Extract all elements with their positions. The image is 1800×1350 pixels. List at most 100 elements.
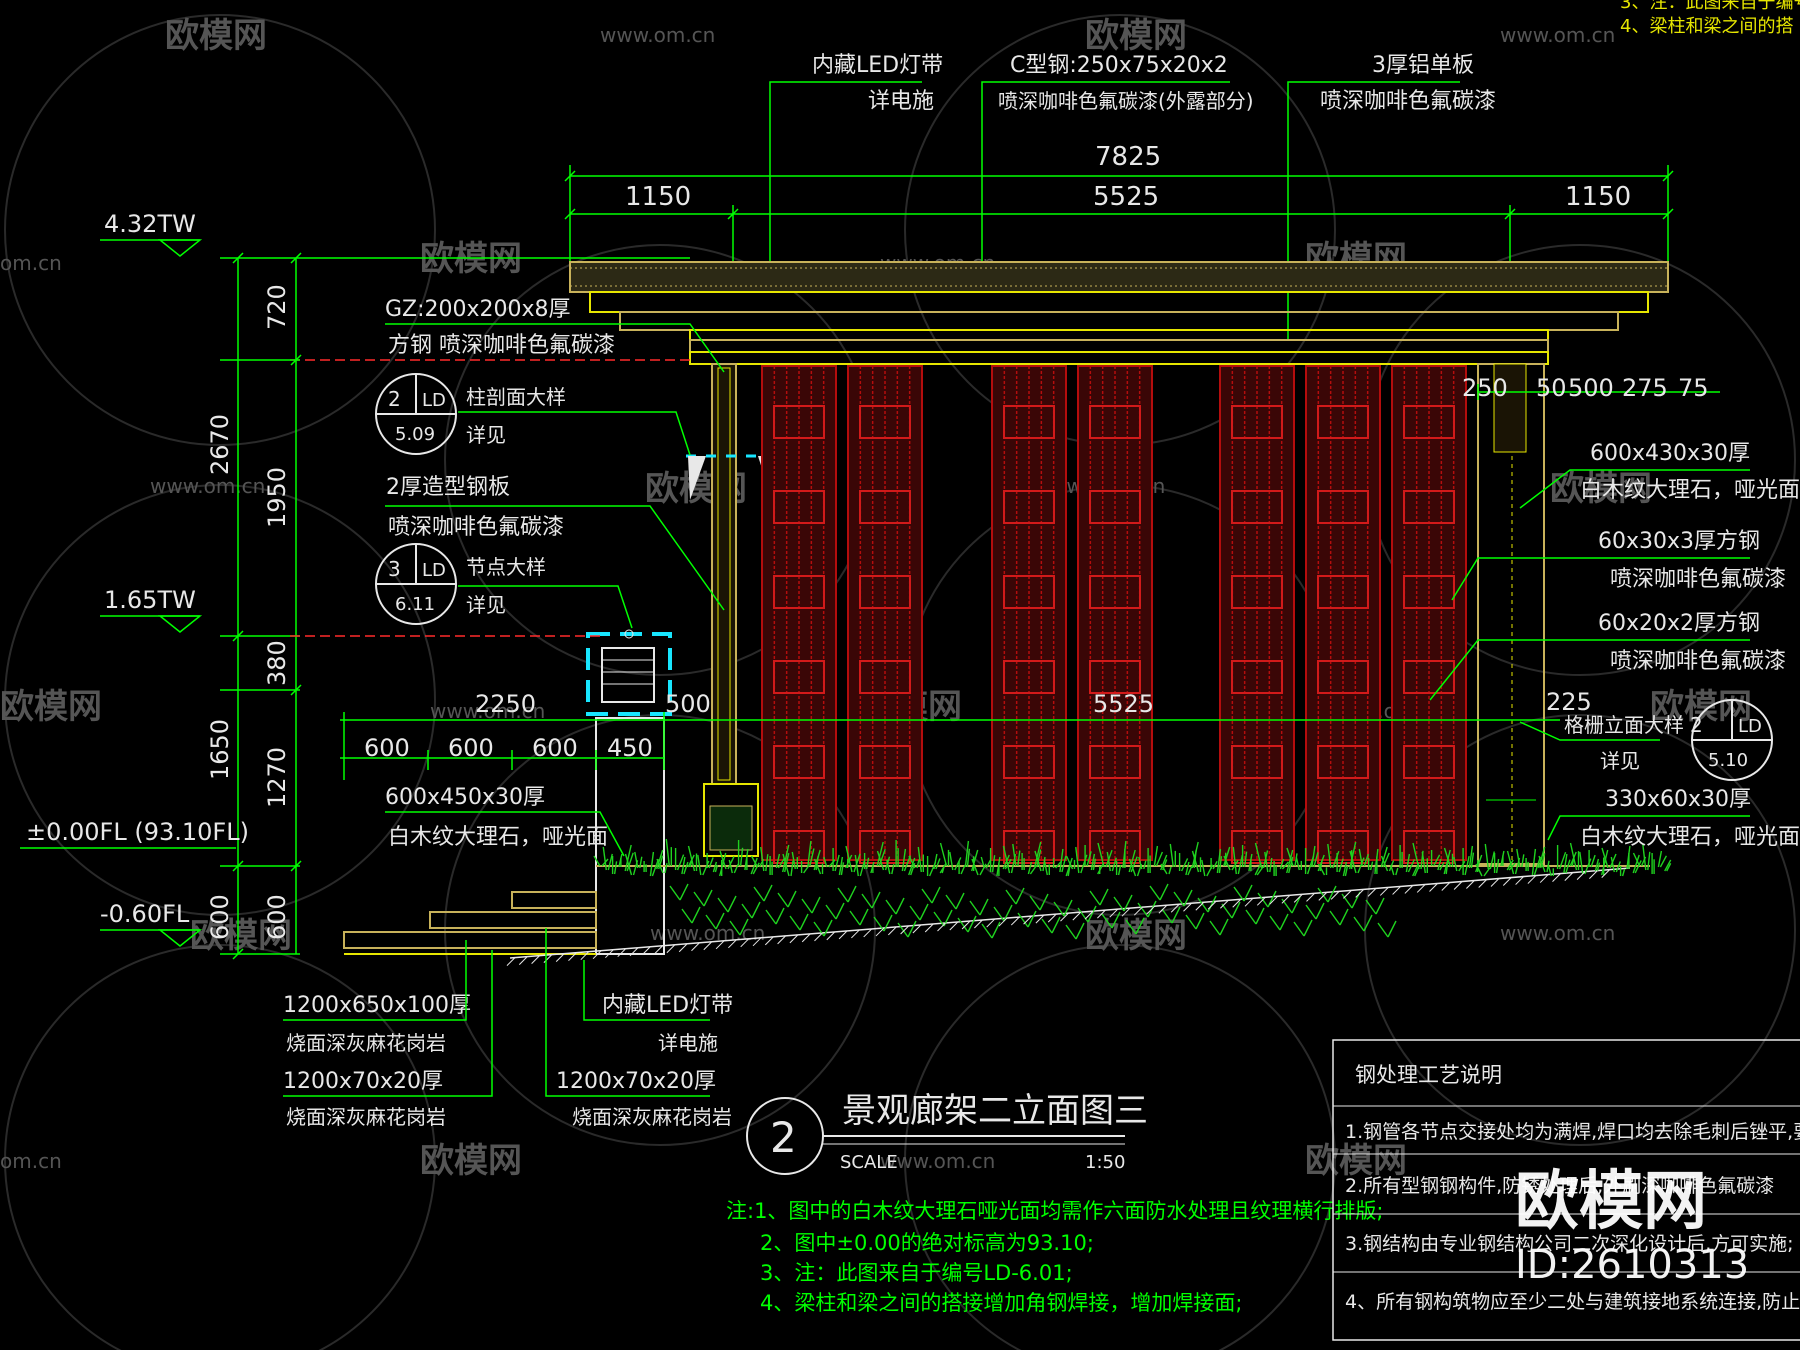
top-dimensions	[564, 165, 1674, 262]
planter-note: 600x450x30厚 白木纹大理石，哑光面	[385, 785, 608, 850]
m1-sub: 白木纹大理石，哑光面	[1580, 478, 1800, 503]
slope-line	[509, 867, 1631, 959]
led-sub: 详电施	[868, 89, 934, 114]
rdim-75: 75	[1678, 374, 1709, 402]
s1-sub: 喷深咖啡色氟碳漆	[1610, 567, 1786, 592]
cchannel-label: C型钢:250x75x20x2	[1010, 53, 1228, 78]
rdim-50: 50	[1536, 374, 1567, 402]
planter-leader	[385, 811, 625, 857]
m1-label: 600x430x30厚	[1590, 441, 1750, 466]
watermark-url: om.cn	[0, 251, 62, 275]
led-bottom-sub: 详电施	[658, 1031, 718, 1055]
dim-600-b: 600	[448, 734, 494, 762]
vdim-2670: 2670	[206, 414, 234, 475]
gz-sub: 方钢 喷深咖啡色氟碳漆	[388, 333, 615, 358]
left-leaders	[385, 323, 725, 629]
title-text: 景观廊架二立面图三	[842, 1091, 1148, 1131]
planter-dims	[340, 712, 1560, 780]
rdim-225: 225	[1546, 688, 1592, 716]
general-notes: 注:1、图中的白木纹大理石哑光面均需作六面防水处理且纹理横行排版; 2、图中±0…	[726, 1199, 1384, 1315]
right-dims	[1477, 384, 1720, 400]
vdim-1650: 1650	[206, 719, 234, 780]
steel-item-2: 2.所有型钢钢构件,防锈处理后,外刷深咖啡色氟碳漆	[1345, 1175, 1774, 1197]
note-1: 注:1、图中的白木纹大理石哑光面均需作六面防水处理且纹理横行排版;	[726, 1199, 1384, 1223]
grille-panel	[1077, 365, 1153, 864]
ref3-num: 2	[1690, 713, 1703, 737]
cchannel-sub: 喷深咖啡色氟碳漆(外露部分)	[998, 89, 1254, 113]
dim-600-c: 600	[532, 734, 578, 762]
ref1-code: LD	[422, 390, 446, 411]
grid-label: 格栅立面大样	[1564, 713, 1684, 737]
note-2: 2、图中±0.00的绝对标高为93.10;	[760, 1231, 1094, 1255]
grid-see: 详见	[1600, 749, 1640, 773]
watermark-url: www.om.cn	[600, 23, 715, 47]
dim-2250: 2250	[475, 690, 536, 718]
level-mid: 1.65TW	[104, 586, 196, 614]
steel-item-1: 1.钢管各节点交接处均为满焊,焊口均去除毛刺后锉平,要求	[1345, 1121, 1800, 1143]
right-notes: 600x430x30厚 白木纹大理石，哑光面 60x30x3厚方钢 喷深咖啡色氟…	[1564, 441, 1800, 850]
ref1-sheet: 5.09	[395, 424, 435, 445]
vdim-texts: 720 2670 1950 380 1650 1270 600 600	[206, 284, 291, 940]
title-block: 2 景观廊架二立面图三 SCALE 1:50	[746, 1091, 1148, 1175]
grille-panel	[761, 365, 837, 864]
grass	[593, 838, 1672, 940]
title-number: 2	[770, 1113, 797, 1162]
dim-5525-mid: 5525	[1093, 690, 1154, 718]
watermark-brand: 欧模网	[1650, 687, 1752, 727]
m2-label: 330x60x30厚	[1605, 787, 1751, 812]
corner-note-4: 4、梁柱和梁之间的搭	[1620, 16, 1793, 37]
plate-sub: 喷深咖啡色氟碳漆	[388, 515, 564, 540]
watermark-url: www.om.cn	[1500, 23, 1615, 47]
g3-sub: 烧面深灰麻花岗岩	[572, 1105, 732, 1129]
watermark-brand: 欧模网	[420, 239, 522, 279]
ref1-num: 2	[388, 387, 401, 411]
vdim-600-inner: 600	[263, 894, 291, 940]
right-leaders	[1429, 469, 1750, 841]
g2-sub: 烧面深灰麻花岗岩	[286, 1105, 446, 1129]
rdim-275: 275	[1622, 374, 1668, 402]
dim-total: 7825	[1095, 142, 1161, 172]
vdim-720: 720	[263, 284, 291, 330]
watermark-url: www.om.cn	[430, 699, 545, 723]
watermark-brand: 欧模网	[165, 16, 267, 56]
g3-label: 1200x70x20厚	[556, 1069, 716, 1094]
planter-dim-texts: 2250 500 5525 600 600 600 450	[364, 690, 1154, 762]
ref2-see: 详见	[466, 593, 506, 617]
alu-sub: 喷深咖啡色氟碳漆	[1320, 89, 1496, 114]
roof-beam	[569, 261, 1669, 365]
ref2-code: LD	[422, 560, 446, 581]
g1-sub: 烧面深灰麻花岗岩	[286, 1031, 446, 1055]
watermark-url: www.om.cn	[1500, 921, 1615, 945]
grille-panels	[761, 365, 1467, 864]
vdim-380: 380	[263, 640, 291, 686]
watermark-brand: 欧模网	[190, 916, 292, 956]
dim-middle: 5525	[1093, 182, 1159, 212]
bottom-notes: 1200x650x100厚 烧面深灰麻花岗岩 1200x70x20厚 烧面深灰麻…	[283, 993, 733, 1129]
dim-left: 1150	[625, 182, 691, 212]
watermark-brand: 欧模网	[1085, 16, 1187, 56]
dim-450: 450	[607, 734, 653, 762]
s2-sub: 喷深咖啡色氟碳漆	[1610, 649, 1786, 674]
vdim-600-outer: 600	[206, 894, 234, 940]
s1-label: 60x30x3厚方钢	[1598, 529, 1760, 554]
ref2-text: 节点大样	[466, 555, 546, 579]
left-notes: GZ:200x200x8厚 方钢 喷深咖啡色氟碳漆 2厚造型钢板 喷深咖啡色氟碳…	[385, 297, 615, 617]
steps	[343, 891, 597, 955]
watermark-brand: 欧模网	[1305, 1141, 1407, 1181]
ref1-text: 柱剖面大样	[466, 385, 566, 409]
g2-label: 1200x70x20厚	[283, 1069, 443, 1094]
detail-bubble-2	[375, 543, 457, 625]
note-4: 4、梁柱和梁之间的搭接增加角钢焊接，增加焊接面;	[760, 1291, 1242, 1315]
level-floor: ±0.00FL (93.10FL)	[26, 818, 249, 846]
steel-item-4: 4、所有钢构筑物应至少二处与建筑接地系统连接,防止高电	[1345, 1291, 1800, 1313]
ref3-code: LD	[1738, 716, 1762, 737]
top-dim-texts: 7825 1150 5525 1150	[625, 142, 1631, 212]
right-dim-texts: 250 50 500 275 75 225	[1462, 374, 1709, 716]
plate-label: 2厚造型钢板	[386, 475, 510, 500]
corner-note-3: 3、注：此图来自于编号	[1620, 0, 1800, 13]
grille-panel	[1391, 365, 1467, 864]
scale-value: 1:50	[1085, 1152, 1125, 1173]
detail-bubble-3	[1691, 699, 1773, 781]
left-column	[703, 363, 759, 857]
